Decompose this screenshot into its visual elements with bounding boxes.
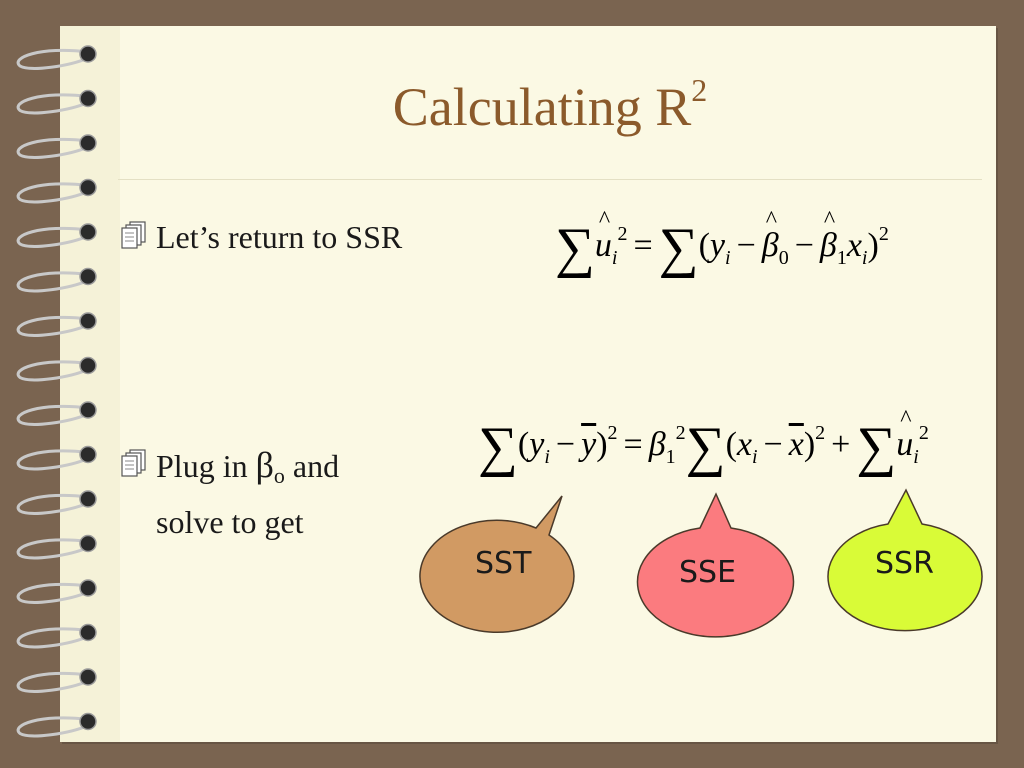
binding-hole (79, 534, 97, 553)
title-text: Calculating R (392, 77, 692, 137)
spiral-ring (16, 449, 89, 471)
binding-hole (79, 356, 97, 375)
binding-hole (79, 712, 97, 731)
spiral-ring (16, 226, 89, 248)
bullet-1: Let’s return to SSR (120, 214, 406, 261)
spiral-ring (16, 48, 89, 70)
equation-ssr: ∑ui2=∑(yi−β0−β1xi)2 (555, 216, 889, 280)
callout-sst-bubble (419, 495, 575, 633)
spiral-ring (16, 582, 89, 604)
spiral-ring (16, 93, 89, 115)
binding-hole (79, 579, 97, 597)
binding-hole (79, 312, 97, 330)
binding-hole (79, 178, 97, 197)
slide-title: Calculating R2 (0, 72, 1024, 138)
callout-sse-label: SSE (679, 555, 737, 590)
binding-hole (79, 134, 97, 152)
binding-hole (79, 668, 97, 686)
title-superscript: 2 (691, 72, 708, 108)
bullet-2-text-before: Plug in (156, 448, 256, 484)
spiral-ring (16, 627, 89, 649)
binding-hole (79, 401, 97, 419)
spiral-ring (16, 404, 89, 426)
spiral-ring (16, 271, 89, 293)
binding-hole (79, 267, 97, 286)
binding-hole (79, 445, 97, 464)
callout-ssr-label: SSR (875, 546, 934, 581)
notepad-icon (121, 449, 146, 477)
spiral-ring (16, 315, 89, 337)
spiral-ring (16, 137, 89, 159)
spiral-ring (16, 538, 89, 560)
title-divider (118, 179, 982, 180)
binding-hole (79, 490, 97, 508)
binding-hole (79, 45, 97, 63)
notepad-icon (121, 221, 146, 249)
bullet-2: Plug in βo and solve to get (120, 442, 406, 546)
callout-sst-label: SST (475, 546, 532, 581)
binding-hole (79, 89, 97, 108)
equation-decomposition: ∑(yi−y)2=β12∑(xi−x)2+∑ui2 (478, 415, 929, 479)
bullet-1-text: Let’s return to SSR (156, 219, 403, 255)
spiral-ring (16, 493, 89, 515)
callout-ssr-bubble (827, 488, 983, 632)
spiral-ring (16, 360, 89, 382)
spiral-binding (16, 45, 97, 738)
spiral-ring (16, 182, 89, 204)
bullet-2-text-after: and solve to get (156, 448, 340, 540)
bullet-2-text: Plug in βo and solve to get (156, 442, 406, 546)
binding-hole (79, 623, 97, 642)
spiral-ring (16, 716, 89, 738)
beta-subscript: o (273, 463, 285, 488)
callout-sse-bubble (636, 492, 795, 638)
spiral-ring (16, 671, 89, 693)
beta-symbol: β (255, 445, 274, 485)
binding-hole (79, 223, 97, 241)
